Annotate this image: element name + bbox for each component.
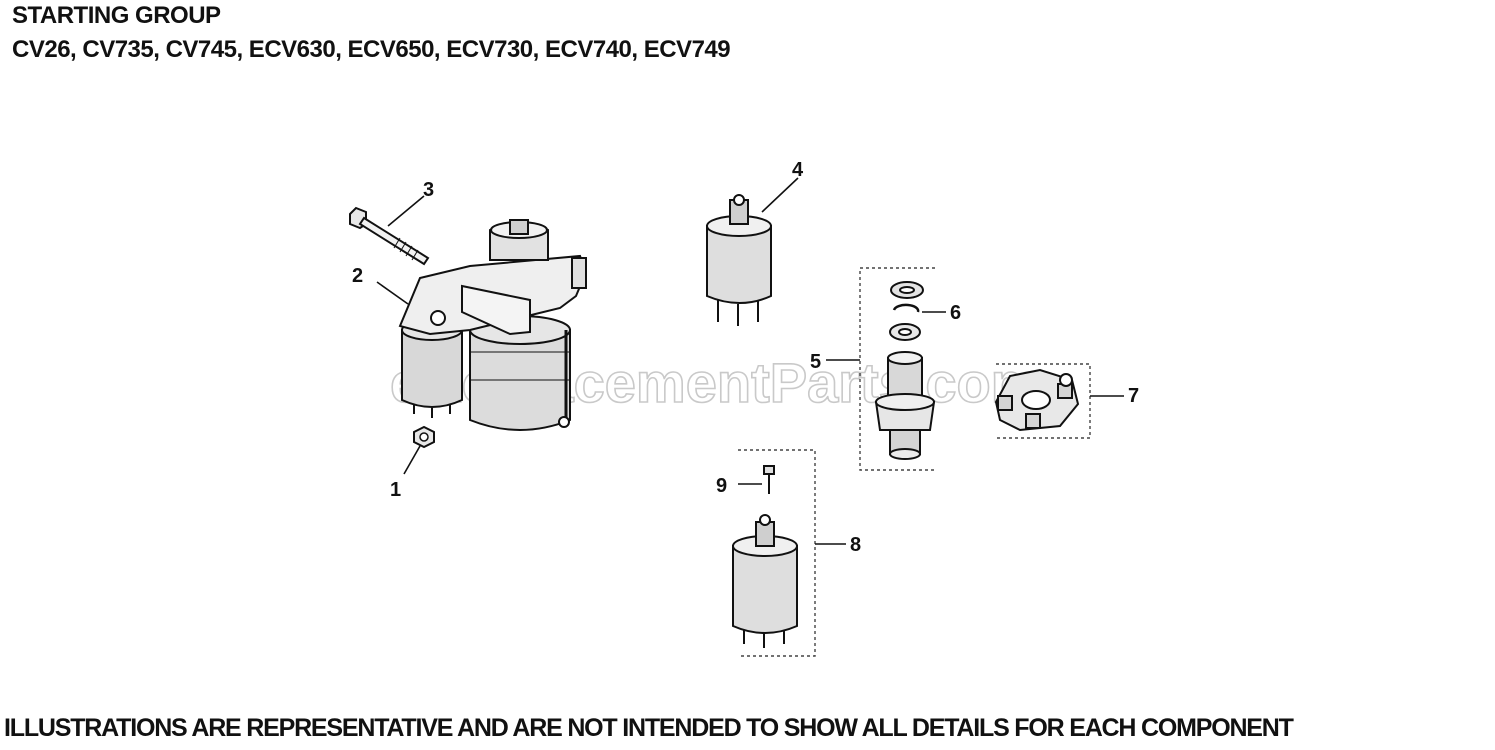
callout-4[interactable]: 4 — [792, 159, 804, 181]
callout-5[interactable]: 5 — [810, 351, 821, 373]
callout-1[interactable]: 1 — [390, 479, 401, 501]
part-5-drive-kit[interactable] — [874, 281, 936, 460]
bracket-5 — [859, 267, 935, 471]
callout-6[interactable]: 6 — [950, 302, 961, 324]
bracket-8 — [738, 449, 816, 657]
leader-4 — [761, 177, 799, 213]
leader-2 — [376, 281, 409, 305]
part-3-bolt[interactable] — [349, 206, 430, 266]
callout-9[interactable]: 9 — [716, 475, 727, 497]
part-7-brush-holder[interactable] — [994, 368, 1080, 432]
part-2-starter-motor[interactable] — [398, 219, 588, 431]
callout-2[interactable]: 2 — [352, 265, 363, 287]
callout-7[interactable]: 7 — [1128, 385, 1139, 407]
part-4-solenoid[interactable] — [706, 194, 772, 326]
diagram-title: STARTING GROUP — [12, 2, 221, 29]
part-1-nut[interactable] — [413, 425, 435, 449]
disclaimer-footer: ILLUSTRATIONS ARE REPRESENTATIVE AND ARE… — [4, 714, 1294, 742]
leader-1 — [403, 445, 421, 475]
part-6-retaining-ring[interactable] — [892, 303, 920, 313]
part-9-screw[interactable] — [763, 465, 775, 494]
part-8-solenoid-kit[interactable] — [732, 514, 798, 648]
callout-8[interactable]: 8 — [850, 534, 861, 556]
model-list: CV26, CV735, CV745, ECV630, ECV650, ECV7… — [12, 36, 731, 63]
callout-3[interactable]: 3 — [423, 179, 434, 201]
leader-3 — [387, 195, 425, 227]
